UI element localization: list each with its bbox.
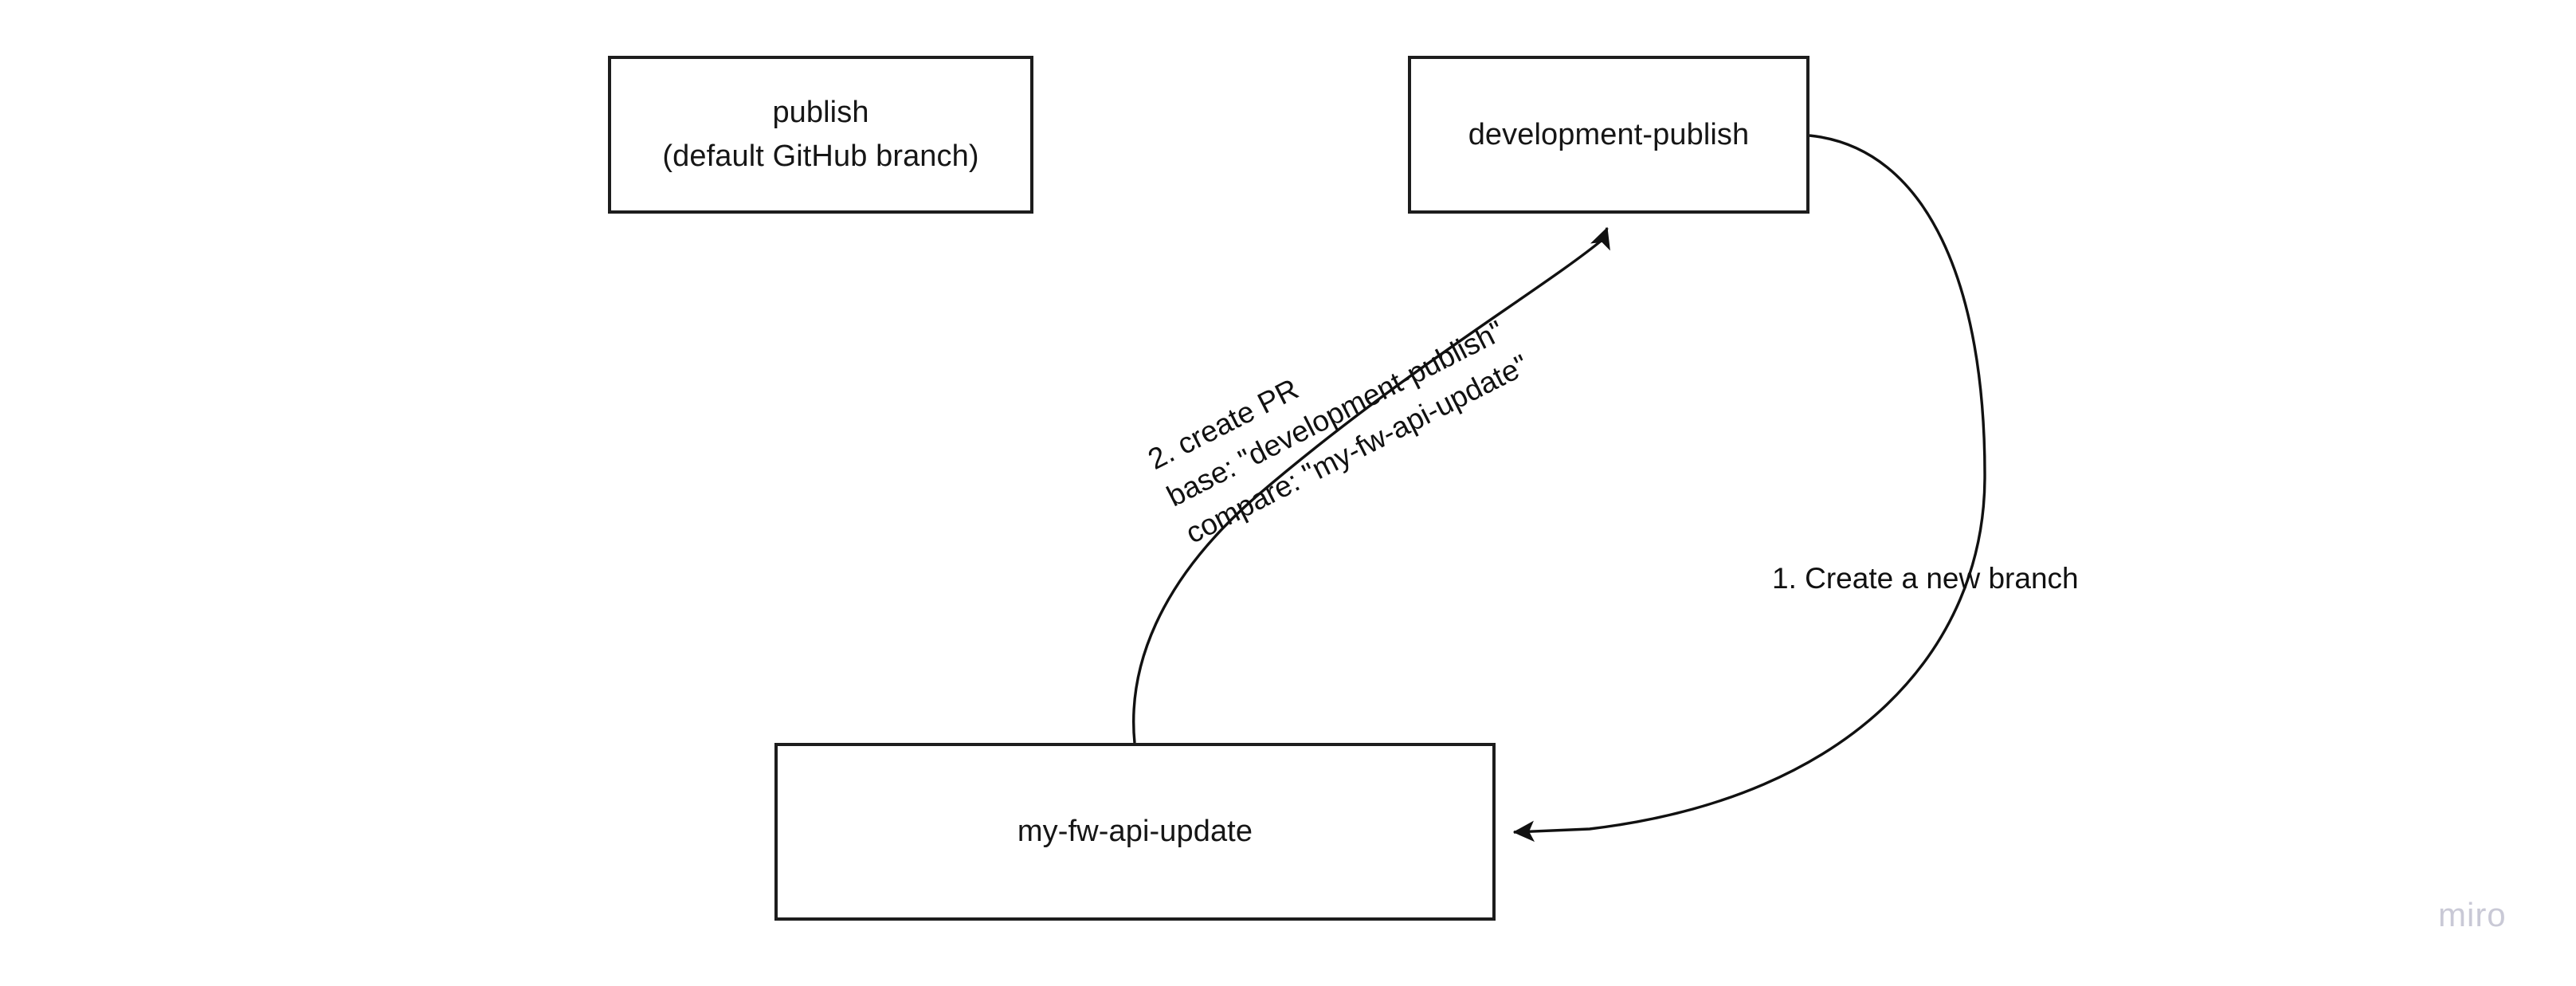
edge-label-create-pr[interactable]: 2. create PR base: "development-publish"…	[1143, 314, 1534, 550]
node-development-publish[interactable]: development-publish	[1408, 56, 1809, 214]
miro-watermark: miro	[2438, 896, 2507, 933]
edge-label-create-a-new-branch[interactable]: 1. Create a new branch	[1772, 562, 2079, 595]
node-my-fw-api-update[interactable]: my-fw-api-update	[774, 743, 1496, 921]
node-publish-label: publish (default GitHub branch)	[662, 96, 979, 173]
node-my-fw-api-update-label: my-fw-api-update	[1017, 815, 1253, 848]
edge-create-a-new-branch	[1512, 134, 1986, 843]
node-publish[interactable]: publish (default GitHub branch)	[608, 56, 1033, 214]
node-development-publish-label: development-publish	[1468, 117, 1750, 151]
